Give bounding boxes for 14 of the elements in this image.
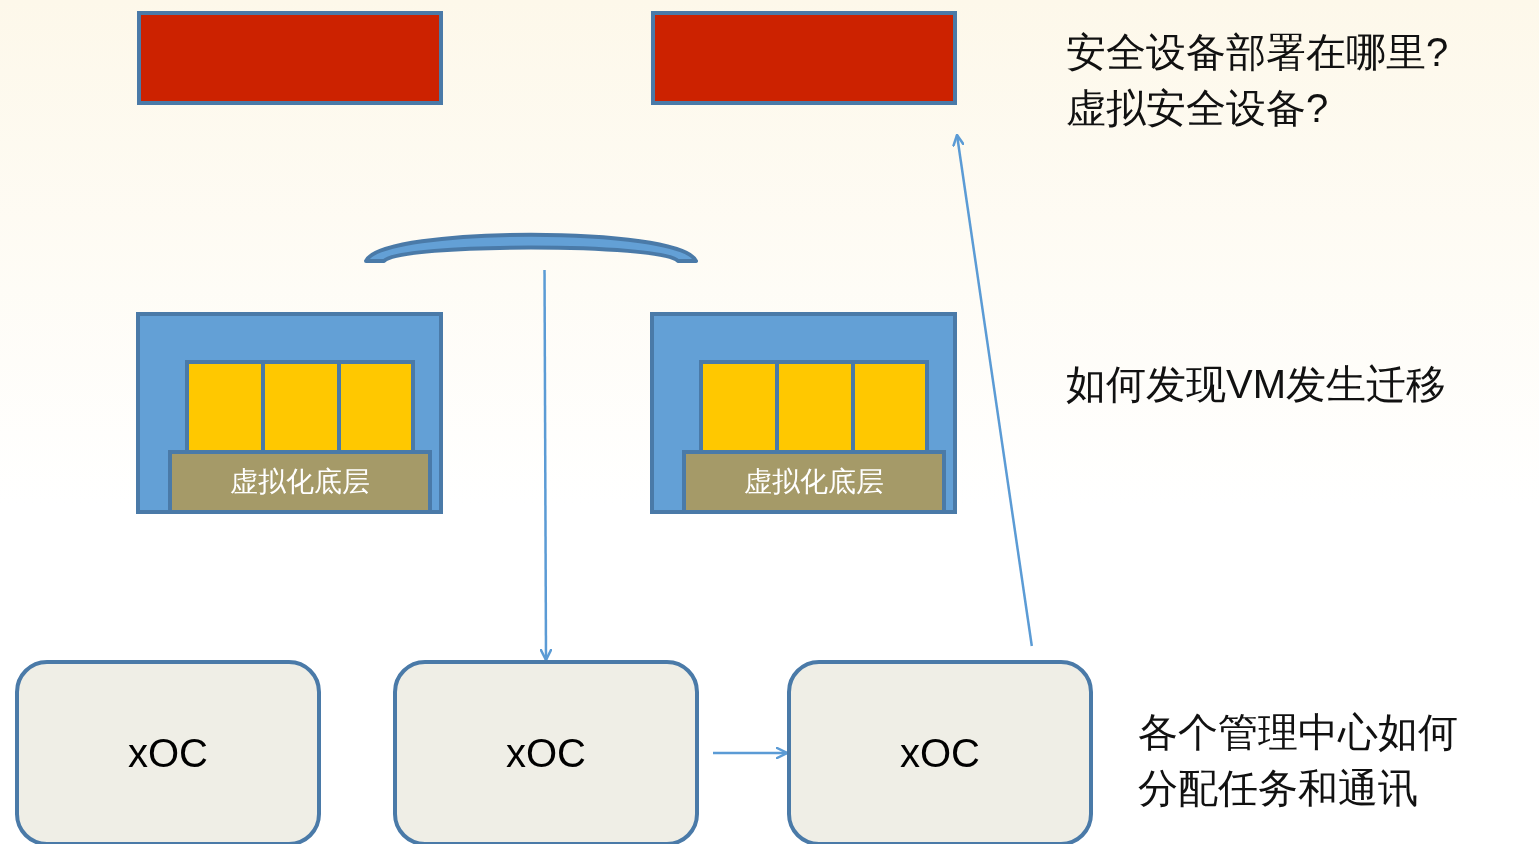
arrow bbox=[713, 746, 789, 760]
server-box bbox=[650, 312, 957, 514]
question-text: 各个管理中心如何分配任务和通讯 bbox=[1138, 709, 1459, 812]
arrow bbox=[952, 133, 1034, 647]
question-text: 安全设备部署在哪里? bbox=[1066, 29, 1450, 76]
device-box bbox=[651, 11, 957, 105]
control-center-box: xOC bbox=[393, 660, 699, 844]
question-text: 如何发现VM发生迁移 bbox=[1066, 361, 1447, 408]
server-box bbox=[136, 312, 443, 514]
control-center-box: xOC bbox=[15, 660, 321, 844]
control-center-box: xOC bbox=[787, 660, 1093, 844]
arrow bbox=[539, 270, 553, 662]
question-text: 虚拟安全设备? bbox=[1066, 85, 1330, 132]
device-box bbox=[137, 11, 443, 105]
